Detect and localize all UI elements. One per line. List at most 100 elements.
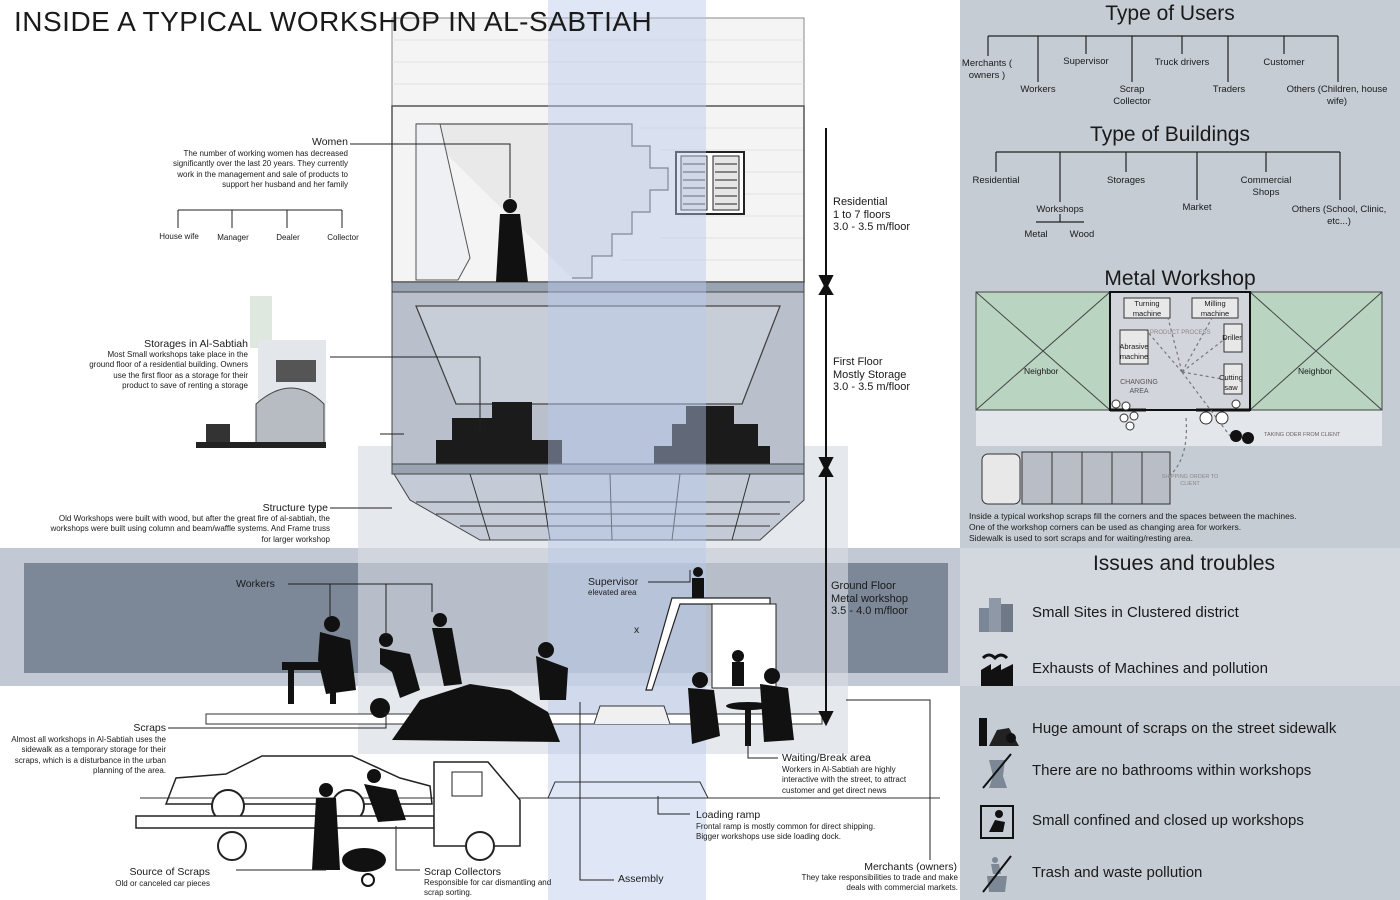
users-tree [987, 35, 1339, 82]
waffle-grid [416, 473, 790, 541]
right-panel-diagrams [960, 35, 1400, 686]
user-scrap-collector: Scrap Collector [1113, 84, 1151, 108]
issue-row-2: Exhausts of Machines and pollution [975, 650, 1395, 690]
storages-heading: Storages in Al-Sabtiah [144, 338, 248, 350]
issue-label-1: Small Sites in Clustered district [1032, 604, 1239, 621]
issue-label-4: There are no bathrooms within workshops [1032, 762, 1312, 779]
center-column [548, 0, 706, 900]
no-trash-icon [982, 855, 1012, 893]
collectors-sub: Responsible for car dismantling and scra… [424, 878, 552, 898]
issue-row-3: Huge amount of scraps on the street side… [975, 710, 1395, 750]
floor-first-use: Mostly Storage [833, 368, 907, 381]
note-1: Inside a typical workshop scraps fill th… [969, 511, 1297, 521]
leader-lines [168, 143, 931, 881]
right-panel [960, 0, 1400, 900]
machine-abrasive: Abrasive machine [1119, 342, 1149, 361]
structure-heading: Structure type [262, 502, 328, 514]
metal-workshop-heading: Metal Workshop [1104, 267, 1256, 290]
scrap-pile-icon [979, 718, 1019, 746]
scraps-text: Almost all workshops in Al-Sabtiah uses … [11, 735, 166, 776]
confined-worker-icon [980, 805, 1014, 839]
merchants-heading: Merchants (owners) [864, 861, 957, 873]
machine-driller: Driller [1222, 333, 1242, 342]
issue-label-2: Exhausts of Machines and pollution [1032, 660, 1268, 677]
role-house-wife: House wife [159, 232, 199, 241]
user-merchants: Merchants ( owners ) [961, 58, 1013, 82]
loading-heading: Loading ramp [696, 809, 761, 821]
waiting-sub: Workers in Al-Sabtiah are highly interac… [782, 765, 907, 795]
note-3: Sidewalk is used to sort scraps and for … [969, 533, 1193, 544]
floor-ground-name: Ground Floor [831, 580, 896, 592]
buildings-tree [995, 151, 1341, 223]
floor-first: First Floor Mostly Storage 3.0 - 3.5 m/f… [833, 356, 910, 394]
source-sub: Old or canceled car pieces [115, 879, 210, 888]
supervisor-label: Supervisor [588, 576, 639, 588]
page-title: INSIDE A TYPICAL WORKSHOP IN AL-SABTIAH [14, 6, 653, 37]
neighbor-right: Neighbor [1298, 366, 1333, 376]
changing-area: CHANGING AREA [1120, 379, 1158, 396]
collectors-heading: Scrap Collectors [424, 866, 502, 878]
waiting-heading: Waiting/Break area [782, 752, 871, 764]
issue-label-3: Huge amount of scraps on the street side… [1032, 720, 1337, 737]
street-curb [547, 781, 709, 799]
issue-row-5: Small confined and closed up workshops [975, 802, 1395, 842]
user-customer: Customer [1263, 57, 1305, 68]
floor-residential: Residential 1 to 7 floors 3.0 - 3.5 m/fl… [833, 196, 910, 234]
user-traders: Traders [1212, 84, 1246, 95]
workshop-type-metal: Metal [1024, 229, 1048, 240]
no-toilet-icon [982, 753, 1012, 789]
product-process: PRODUCT PROCESS [1150, 330, 1211, 336]
building-commercial: Commercial Shops [1240, 175, 1292, 199]
workshop-plan [975, 291, 1383, 505]
floor-first-name: First Floor [833, 356, 883, 368]
building-residential: Residential [972, 175, 1020, 186]
user-truck-drivers: Truck drivers [1154, 57, 1210, 68]
floor-first-height: 3.0 - 3.5 m/floor [833, 381, 911, 394]
supervisor-sub: elevated area [588, 588, 637, 597]
source-heading: Source of Scraps [129, 866, 210, 878]
mezzanine [645, 597, 771, 691]
truss-lines [415, 305, 781, 405]
x-mark: x [634, 624, 640, 636]
workshop-notes: Inside a typical workshop scraps fill th… [969, 511, 1369, 544]
ramp [593, 705, 671, 725]
floor-ground-height: 3.5 - 4.0 m/floor [831, 605, 909, 618]
machine-turning: Turning machine [1132, 299, 1162, 318]
building-market: Market [1182, 202, 1212, 213]
dimension-line [818, 128, 834, 727]
building-workshops: Workshops [1036, 204, 1084, 215]
stored-products [436, 402, 770, 464]
workshop-type-wood: Wood [1069, 229, 1095, 240]
storage-thumbnail [196, 296, 326, 448]
women-heading: Women [312, 136, 348, 148]
buildings-icon [979, 598, 1013, 632]
issues-band [960, 548, 1400, 686]
loading-sub: Frontal ramp is mostly common for direct… [696, 822, 876, 842]
neighbor-left: Neighbor [1024, 366, 1059, 376]
role-manager: Manager [217, 233, 249, 242]
machine-milling: Milling machine [1200, 299, 1230, 318]
floor-residential-count: 1 to 7 floors [833, 208, 891, 221]
staircase [416, 123, 669, 279]
waffle-slab [393, 473, 805, 541]
machine-cutting-saw: Cutting saw [1219, 373, 1243, 392]
user-others: Others (Children, house wife) [1286, 84, 1388, 108]
storages-text: Most Small workshops take place in the g… [89, 350, 248, 391]
factory-exhaust-icon [981, 653, 1013, 686]
floor-ground-use: Metal workshop [831, 592, 909, 605]
structure-text: Old Workshops were built with wood, but … [50, 514, 330, 544]
issue-label-6: Trash and waste pollution [1032, 864, 1203, 881]
issue-row-1: Small Sites in Clustered district [975, 594, 1395, 634]
section-drawing [0, 0, 960, 900]
floor-ground: Ground Floor Metal workshop 3.5 - 4.0 m/… [831, 580, 908, 618]
assembly-label: Assembly [618, 873, 664, 885]
scraps-heading: Scraps [133, 722, 166, 734]
role-dealer: Dealer [276, 233, 300, 242]
issue-row-4: There are no bathrooms within workshops [975, 752, 1395, 792]
user-supervisor: Supervisor [1063, 56, 1109, 67]
users-heading: Type of Users [1105, 2, 1235, 25]
taking-order: TAKING ODER FROM CLIENT [1264, 432, 1341, 438]
building-storages: Storages [1106, 175, 1146, 186]
stair-slab [415, 123, 471, 281]
workers-label: Workers [236, 578, 275, 590]
